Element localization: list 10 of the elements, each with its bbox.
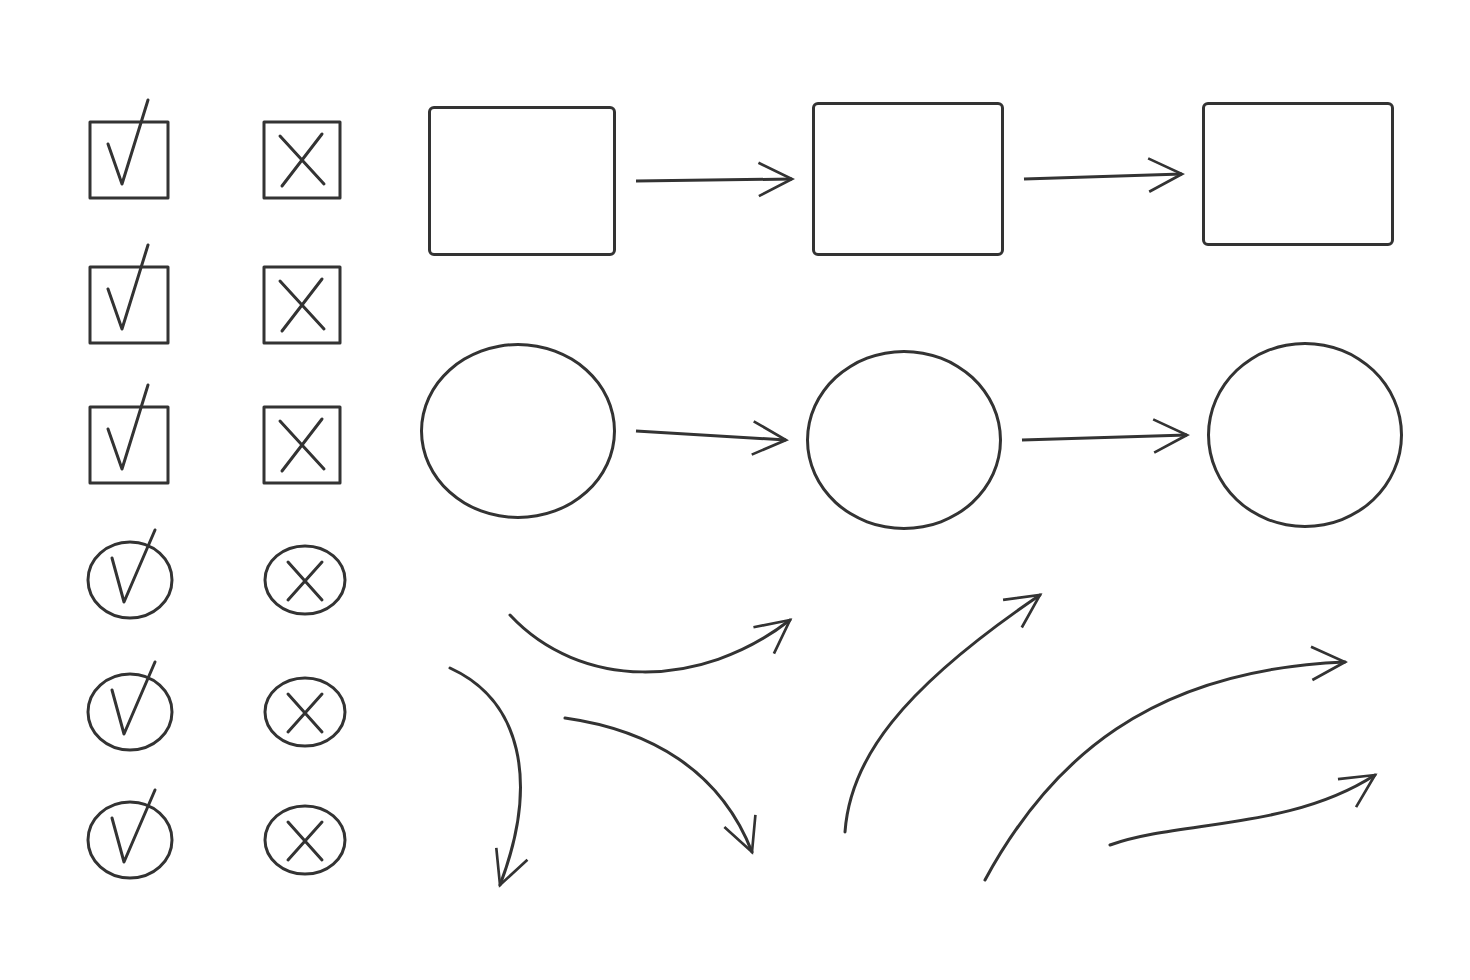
empty-circle (420, 343, 616, 519)
empty-box (1202, 102, 1394, 246)
empty-box (428, 106, 616, 256)
empty-box (812, 102, 1004, 256)
arrow (635, 420, 788, 456)
empty-circle (1207, 342, 1403, 528)
arrow (635, 161, 794, 198)
arrow (1021, 418, 1189, 454)
arrow (1023, 157, 1184, 194)
empty-circle (806, 350, 1002, 530)
